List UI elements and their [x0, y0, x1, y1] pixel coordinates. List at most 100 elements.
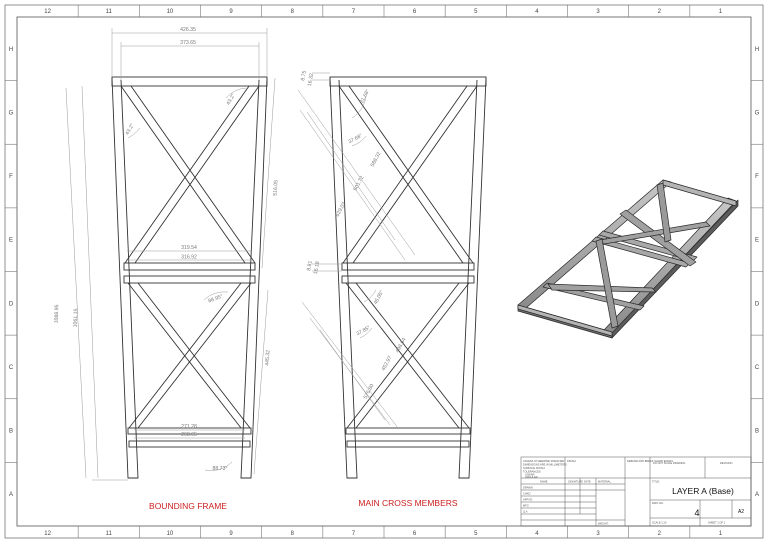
- tb-scale: SCALE:1:10: [652, 521, 667, 525]
- isometric-view: [517, 179, 739, 339]
- zone-column-label: 6: [413, 9, 417, 15]
- dim-height-outer: 1088.95: [54, 304, 61, 323]
- tb-no-scale: DO NOT SCALE DRAWING: [653, 461, 685, 465]
- dim-angle-top: 43.2°: [225, 93, 236, 107]
- zone-column-label: 8: [291, 9, 295, 15]
- zone-row-label: G: [9, 110, 14, 116]
- bounding-frame-view: 426.35 373.65 319.54 316.92 271.28 268.6…: [54, 27, 280, 511]
- zone-row-label: D: [755, 301, 760, 307]
- zone-row-label: E: [755, 238, 759, 244]
- tb-mfg: MFG: [523, 504, 529, 508]
- zone-column-label: 2: [658, 9, 662, 15]
- zone-column-label: 5: [474, 9, 478, 15]
- tb-name: NAME: [540, 480, 548, 484]
- zone-row-label: C: [755, 365, 760, 371]
- zone-column-label: 11: [106, 9, 113, 15]
- tb-note-5: LINEAR:: [525, 473, 535, 477]
- tb-sheet: SHEET 1 OF 1: [708, 521, 726, 525]
- zone-column-label: 3: [596, 9, 600, 15]
- zone-row-label: F: [9, 174, 13, 180]
- dim-angle-top-left: 43.2°: [124, 123, 135, 137]
- tb-date: DATE: [584, 480, 591, 484]
- tb-material: MATERIAL:: [598, 480, 612, 484]
- outer-border: [4, 4, 764, 539]
- zone-column-label: 7: [352, 9, 356, 15]
- tb-drawn: DRAWN: [523, 486, 533, 490]
- dim-top-outer: 426.35: [180, 27, 196, 33]
- frame-outline: [111, 76, 268, 479]
- zone-column-label: 5: [474, 531, 478, 537]
- dim-angle-mid: 88.95°: [208, 294, 224, 305]
- dim-angle-1: 31.68°: [359, 88, 371, 104]
- zone-column-label: 11: [106, 531, 113, 537]
- dim-upper-full: 629.03: [335, 201, 348, 218]
- zone-row-label: B: [9, 429, 13, 435]
- tb-appvd: APPV'D: [523, 498, 532, 502]
- zone-column-label: 9: [229, 9, 233, 15]
- tb-title-label: TITLE:: [652, 480, 660, 484]
- zone-row-label: B: [755, 429, 759, 435]
- zone-column-label: 1: [719, 9, 723, 15]
- dim-upper-long: 588.32: [370, 151, 383, 168]
- frame-dimension-lines: [65, 28, 276, 481]
- dim-angle-bottom: 88.73°: [212, 466, 227, 472]
- zone-column-label: 12: [44, 9, 51, 15]
- tb-deburr: DEBURR AND BREAK SHARP EDGES: [627, 459, 673, 463]
- zone-column-label: 10: [167, 531, 174, 537]
- zone-row-label: A: [9, 492, 13, 498]
- tb-note-2: DIMENSIONS ARE IN MILLIMETERS: [523, 463, 567, 467]
- dim-top-inner: 373.65: [180, 40, 196, 46]
- dim-mid-lower: 316.92: [181, 255, 197, 261]
- zone-column-label: 2: [658, 531, 662, 537]
- zone-row-label: C: [9, 365, 14, 371]
- tb-note-4: TOLERANCES:: [523, 470, 542, 474]
- tb-dwg-no: 4: [694, 508, 699, 518]
- dim-top-a: 8.75: [300, 70, 308, 81]
- zone-column-label: 9: [229, 531, 233, 537]
- tb-chkd: CHKD: [523, 492, 530, 496]
- dim-mid-a: 8.81: [306, 260, 314, 271]
- dim-top-b: 16.32: [307, 73, 315, 87]
- dim-mid-upper: 319.54: [181, 245, 197, 251]
- dim-upper-bay: 516.05: [272, 180, 279, 196]
- tb-revision: REVISION: [720, 461, 733, 465]
- zone-row-label: F: [755, 174, 759, 180]
- tb-finish: FINISH:: [567, 459, 577, 463]
- tb-size: A2: [738, 509, 744, 515]
- zone-column-label: 8: [291, 531, 295, 537]
- zone-column-label: 4: [535, 9, 539, 15]
- zone-column-label: 1: [719, 531, 723, 537]
- cross-dimension-lines: [297, 72, 416, 429]
- bounding-frame-caption: BOUNDING FRAME: [149, 501, 227, 511]
- zone-row-label: H: [9, 47, 13, 53]
- frame-dimension-labels: 426.35 373.65 319.54 316.92 271.28 268.6…: [54, 27, 280, 472]
- dim-bottom-lower: 268.65: [181, 432, 197, 438]
- dim-angle-4: 37.85°: [355, 325, 371, 337]
- dim-bottom-upper: 271.28: [181, 424, 197, 430]
- tb-qa: Q.A: [523, 510, 528, 514]
- dim-angle-2: 37.68°: [347, 133, 363, 145]
- cross-members-caption: MAIN CROSS MEMBERS: [358, 498, 458, 508]
- dim-lower-full: 576.80: [363, 383, 376, 400]
- zone-column-label: 7: [352, 531, 356, 537]
- cross-members-view: 8.75 16.32 8.81 16.18 31.68° 37.68° 588.…: [297, 70, 487, 508]
- dim-upper-short: 501.72: [353, 175, 366, 192]
- title-block: UNLESS OTHERWISE SPECIFIED: DIMENSIONS A…: [520, 456, 752, 527]
- zone-column-label: 12: [44, 531, 51, 537]
- tb-note-3: SURFACE FINISH:: [523, 466, 545, 470]
- tb-dwg-no-label: DWG NO.: [652, 501, 664, 505]
- drawing-title: LAYER A (Base): [672, 486, 734, 496]
- tb-note-1: UNLESS OTHERWISE SPECIFIED:: [523, 459, 565, 463]
- zone-row-label: D: [9, 301, 14, 307]
- zone-column-label: 10: [167, 9, 174, 15]
- cross-members-outline: [329, 76, 487, 479]
- dim-mid-b: 16.18: [313, 261, 321, 275]
- tb-weight: WEIGHT:: [598, 522, 609, 526]
- dim-height-inner: 1061.15: [73, 308, 80, 327]
- zone-row-label: G: [755, 110, 760, 116]
- zone-row-label: H: [755, 47, 759, 53]
- zone-columns-top: 12 11 10 9 8 7 6 5 4 3 2 1: [44, 5, 723, 17]
- dim-lower-short: 452.97: [381, 355, 394, 372]
